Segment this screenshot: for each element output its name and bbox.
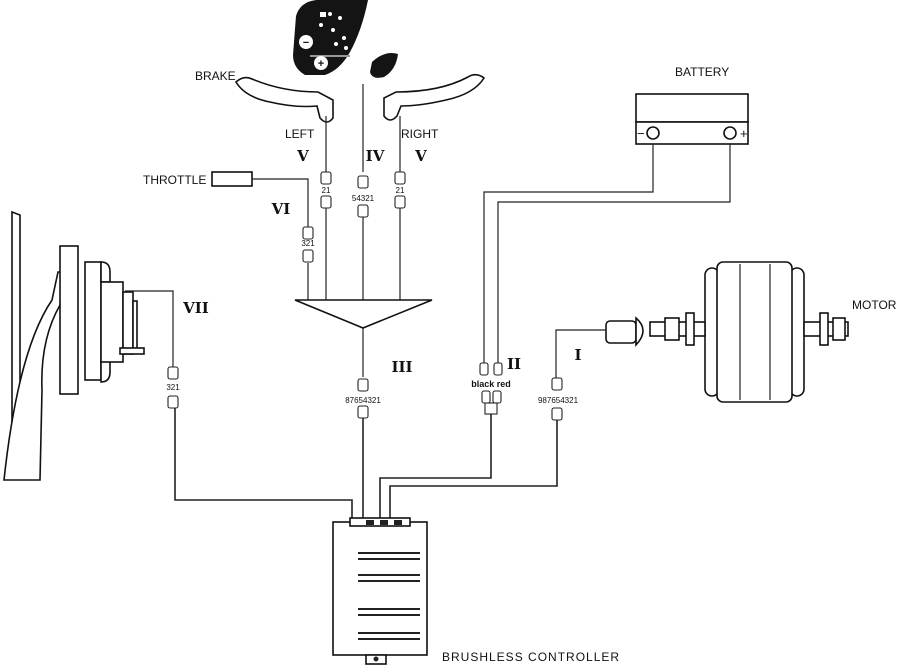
connector-v-right-pins: 21 <box>396 186 405 195</box>
power-button-cap <box>370 53 398 78</box>
battery-positive-terminal: + <box>740 126 748 141</box>
pas-sensor <box>3 210 145 481</box>
connector-vii-numeral: VII <box>182 299 209 317</box>
connector-v-right-numeral: V <box>414 147 427 165</box>
connector-v-left-numeral: V <box>296 147 309 165</box>
connector-ii-black-female <box>479 362 489 376</box>
connector-ii-body <box>484 402 498 415</box>
connector-ii-red-male <box>492 390 502 404</box>
connector-vii-pins: 321 <box>166 383 180 392</box>
right-brake-lever <box>383 73 486 121</box>
brushless-controller <box>332 517 428 665</box>
throttle-label: THROTTLE <box>143 173 206 187</box>
battery-negative-terminal: − <box>637 126 645 141</box>
connector-vi-female <box>302 226 314 240</box>
connector-iv-male <box>357 204 369 218</box>
connector-iv-pins: 54321 <box>352 194 375 203</box>
connector-v-left-pins: 21 <box>322 186 331 195</box>
left-label: LEFT <box>285 127 315 141</box>
throttle-grip <box>211 171 253 187</box>
connector-i-pins: 987654321 <box>538 396 579 405</box>
connector-i-male <box>551 407 563 421</box>
connector-vi-pins: 321 <box>301 239 315 248</box>
connector-ii-numeral: II <box>507 355 521 373</box>
battery: − + <box>635 93 749 145</box>
hub-motor <box>605 261 849 403</box>
connector-v-left-female <box>320 171 332 185</box>
connector-vi-male <box>302 249 314 263</box>
controller-label: BRUSHLESS CONTROLLER <box>442 650 620 664</box>
connector-v-left-male <box>320 195 332 209</box>
brake-label: BRAKE <box>195 69 236 83</box>
connector-iii-female <box>357 378 369 392</box>
display-unit: − + <box>293 0 368 75</box>
wires <box>125 84 731 522</box>
display-plus-button: + <box>314 56 328 70</box>
connector-v-right-female <box>394 171 406 185</box>
connectors <box>167 171 563 421</box>
connector-vii-male <box>167 395 179 409</box>
connector-i-numeral: I <box>574 346 581 364</box>
connector-i-female <box>551 377 563 391</box>
harness-junction <box>294 299 433 329</box>
minus-sign: − <box>303 37 309 49</box>
motor-label: MOTOR <box>852 298 897 312</box>
battery-label: BATTERY <box>675 65 729 79</box>
connector-v-right-male <box>394 195 406 209</box>
plus-sign: + <box>318 58 324 70</box>
connector-iii-pins: 87654321 <box>345 396 381 405</box>
connector-iv-numeral: IV <box>366 147 385 165</box>
connector-vii-female <box>167 366 179 380</box>
connector-vi-numeral: VI <box>271 200 291 218</box>
right-label: RIGHT <box>401 127 439 141</box>
display-minus-button: − <box>299 35 313 49</box>
connector-ii-red-female <box>493 362 503 376</box>
connector-iii-male <box>357 405 369 419</box>
connector-ii-black-male <box>481 390 491 404</box>
connector-iii-numeral: III <box>391 358 412 376</box>
connector-iv-female <box>357 175 369 189</box>
left-brake-lever <box>234 76 334 123</box>
connector-ii-pins: black red <box>471 379 511 389</box>
